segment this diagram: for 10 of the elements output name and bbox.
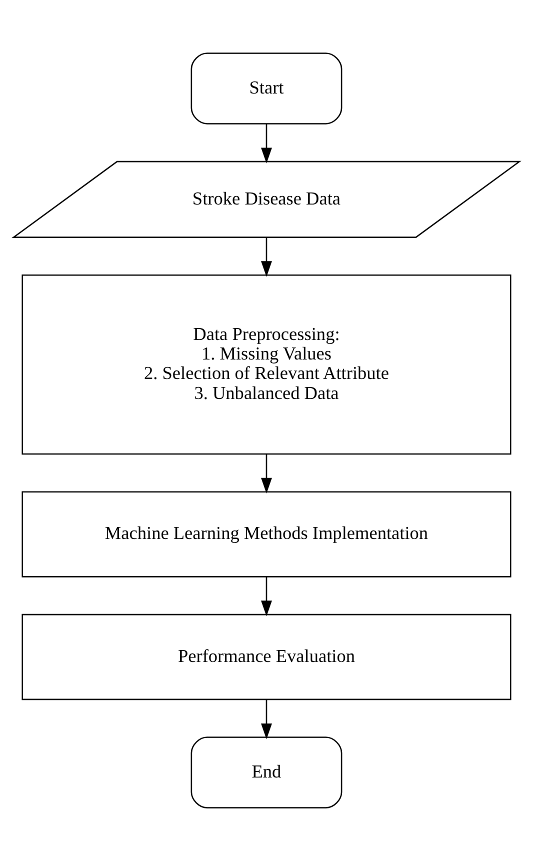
node-box: Performance Evaluation — [22, 613, 512, 700]
node-box: Start — [190, 52, 342, 124]
arrow — [261, 576, 272, 616]
arrow — [261, 124, 272, 163]
node-box: Machine Learning Methods Implementation — [22, 490, 512, 577]
arrow — [261, 699, 272, 739]
arrow — [261, 454, 272, 494]
node-box: End — [190, 736, 342, 808]
arrow — [261, 237, 272, 276]
node-box: Data Preprocessing: 1. Missing Values 2. Selection of Relevant Attribute 3. Unbalanced Data — [22, 274, 512, 454]
